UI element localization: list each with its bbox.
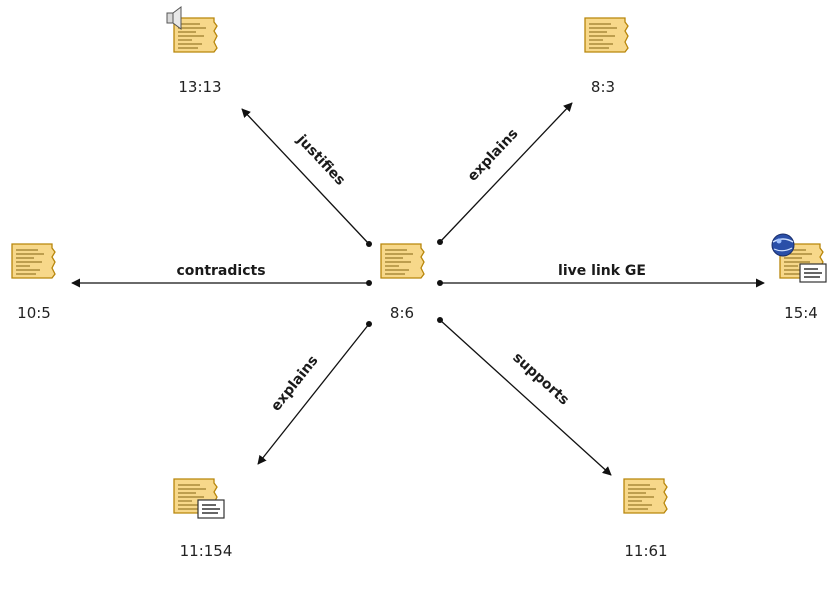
text-icon (197, 499, 225, 519)
edge-label-explains-up: explains (465, 126, 522, 185)
node-15-4[interactable]: 15:4 (771, 233, 827, 322)
edge-live-link-ge[interactable]: live link GE (437, 263, 765, 288)
edge-justifies[interactable]: justifies (241, 108, 372, 247)
node-label: 15:4 (784, 304, 818, 322)
node-8-6[interactable]: 8:6 (380, 243, 425, 322)
node-label: 13:13 (178, 78, 221, 96)
quotation-document-icon (380, 243, 425, 279)
edge-label-supports: supports (509, 350, 572, 409)
edge-explains-up[interactable]: explains (437, 102, 573, 245)
edge-supports[interactable]: supports (437, 317, 612, 476)
node-label: 8:3 (591, 78, 615, 96)
node-label: 11:154 (180, 542, 233, 560)
node-11-154[interactable]: 11:154 (173, 478, 233, 560)
edge-label-explains-down: explains (268, 353, 321, 415)
node-8-3[interactable]: 8:3 (584, 17, 629, 96)
quotation-document-icon (623, 478, 668, 514)
edge-label-live-link-ge: live link GE (558, 263, 646, 279)
node-label: 8:6 (390, 304, 414, 322)
quotation-document-icon (584, 17, 629, 53)
node-label: 11:61 (624, 542, 667, 560)
speaker-icon (166, 6, 182, 30)
edge-explains-down[interactable]: explains (257, 321, 372, 465)
node-10-5[interactable]: 10:5 (11, 243, 56, 322)
node-label: 10:5 (17, 304, 51, 322)
edge-label-justifies: justifies (293, 131, 348, 188)
edge-label-contradicts: contradicts (176, 263, 265, 279)
node-13-13[interactable]: 13:13 (166, 6, 222, 96)
node-11-61[interactable]: 11:61 (623, 478, 668, 560)
edge-contradicts[interactable]: contradicts (71, 263, 372, 288)
text-icon (799, 263, 827, 283)
globe-icon (771, 233, 795, 257)
quotation-document-icon (11, 243, 56, 279)
